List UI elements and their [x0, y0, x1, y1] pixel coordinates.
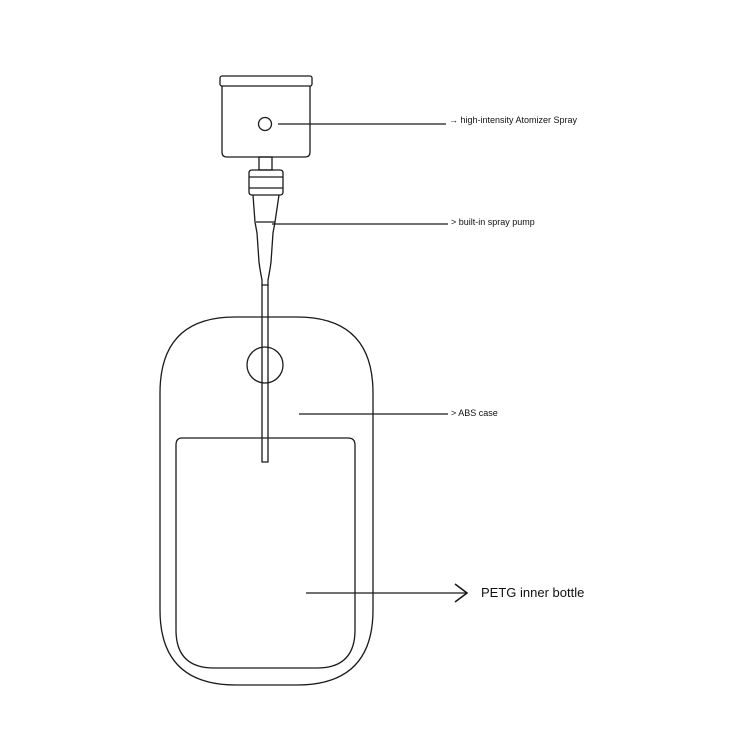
petg-inner-bottle: [175, 437, 356, 669]
spray-pump: [248, 156, 284, 286]
case-window-circle: [246, 346, 284, 384]
spray-nozzle-hole: [257, 116, 273, 132]
pump-collar: [248, 169, 284, 196]
cap-body: [221, 86, 311, 158]
label-atomizer-spray: → high-intensity Atomizer Spray: [449, 115, 578, 125]
pump-barrel: [252, 194, 280, 286]
arrowhead-bottle: [454, 583, 469, 603]
spray-cap: [219, 75, 313, 158]
pump-neck: [258, 156, 273, 171]
cap-top-rim: [219, 75, 313, 87]
label-spray-pump: > built-in spray pump: [451, 217, 535, 227]
label-petg-inner-bottle: PETG inner bottle: [481, 585, 585, 600]
dip-tube: [261, 285, 269, 463]
abs-case: [159, 316, 374, 686]
label-abs-case: > ABS case: [451, 408, 498, 418]
